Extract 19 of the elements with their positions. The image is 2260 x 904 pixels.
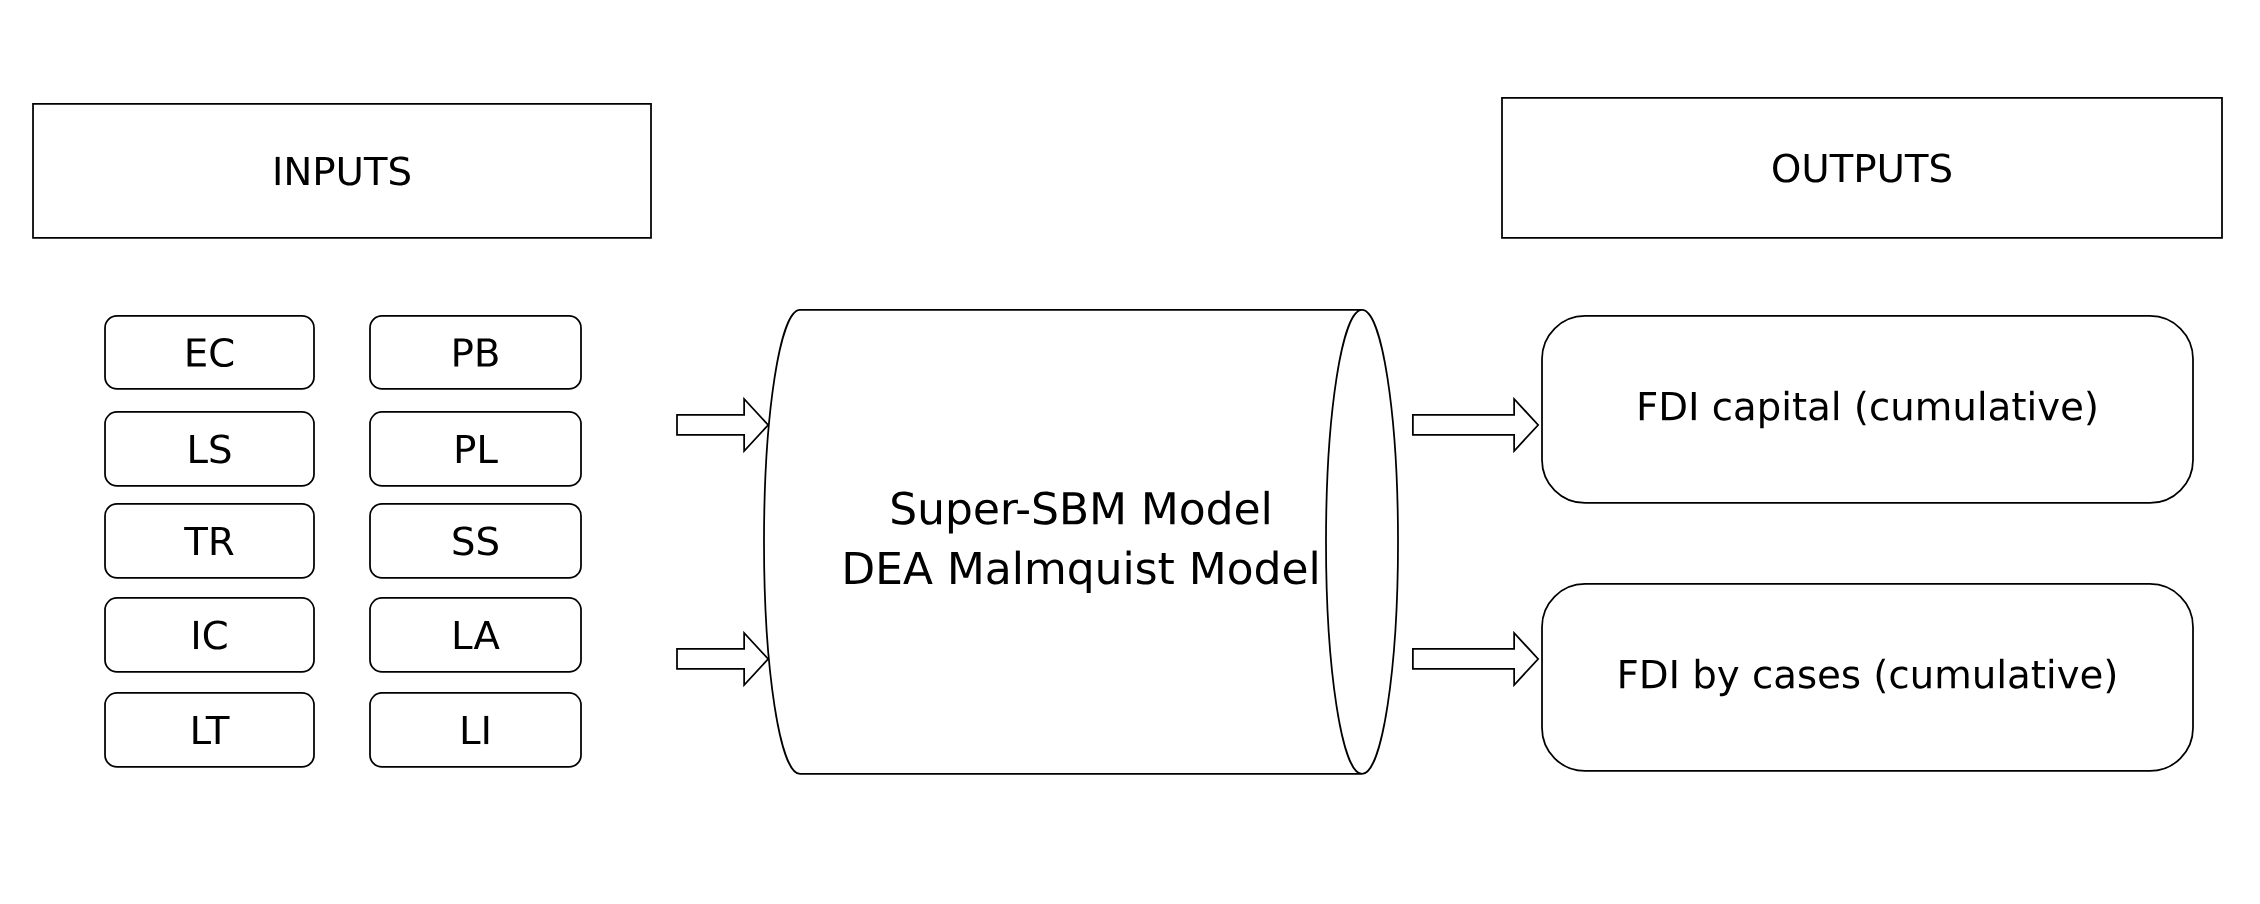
input-box: LA	[369, 597, 582, 673]
input-box: IC	[104, 597, 315, 673]
output-box: FDI capital (cumulative)	[1541, 315, 2194, 504]
block-arrow	[1412, 630, 1540, 688]
block-arrow	[1412, 396, 1540, 454]
input-box: LT	[104, 692, 315, 768]
output-box: FDI by cases (cumulative)	[1541, 583, 2194, 772]
input-box: LS	[104, 411, 315, 487]
header-box: INPUTS	[32, 103, 652, 239]
cylinder: Super-SBM Model DEA Malmquist Model	[763, 309, 1399, 775]
input-box: EC	[104, 315, 315, 390]
input-box: TR	[104, 503, 315, 579]
input-box: PL	[369, 411, 582, 487]
header-box: OUTPUTS	[1501, 97, 2223, 239]
input-box: PB	[369, 315, 582, 390]
input-box: SS	[369, 503, 582, 579]
block-arrow	[676, 630, 770, 688]
block-arrow	[676, 396, 770, 454]
input-box: LI	[369, 692, 582, 768]
